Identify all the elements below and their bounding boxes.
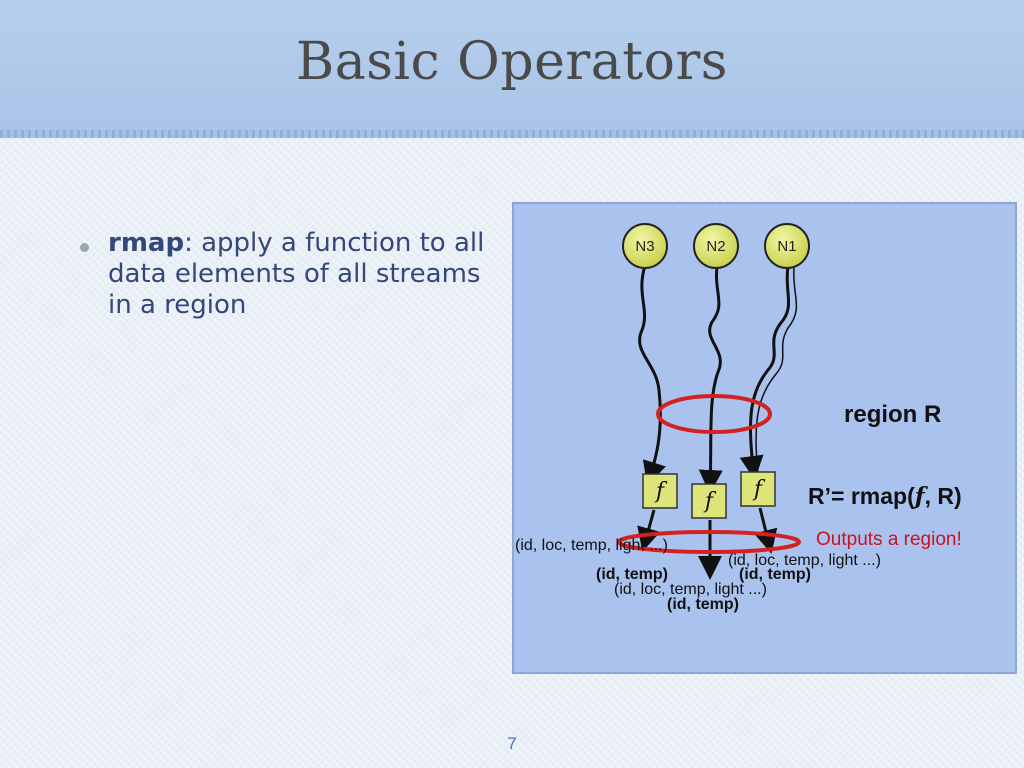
output-region-ellipse	[617, 530, 801, 554]
slide-title: Basic Operators	[296, 32, 728, 92]
output-line-right	[753, 507, 778, 554]
stream-line-n3	[638, 265, 666, 486]
bullet-item: rmap: apply a function to all data eleme…	[108, 228, 498, 321]
function-box-right: f	[740, 471, 776, 507]
stream-line-n2	[698, 265, 723, 494]
function-box-left: f	[642, 473, 678, 509]
bullet-term: rmap	[108, 228, 185, 258]
region-label: region R	[844, 401, 942, 428]
bullet-description: : apply a function to all data elements …	[108, 228, 485, 320]
tuple-short-right: (id, temp)	[739, 566, 811, 583]
rmap-formula-label: R’= rmap(f, R)	[808, 483, 962, 510]
rmap-function: f	[914, 483, 925, 510]
header-border	[0, 130, 1024, 138]
node-n1: N1	[764, 223, 810, 269]
region-ellipse	[656, 394, 772, 434]
stream-line-n1-shadow	[755, 267, 798, 475]
node-label: N1	[777, 238, 796, 255]
page-number: 7	[507, 734, 517, 753]
stream-line-n1	[739, 265, 791, 480]
tuple-short-middle: (id, temp)	[667, 596, 739, 613]
outputs-region-label: Outputs a region!	[816, 529, 962, 550]
rmap-prefix: R’= rmap(	[808, 483, 915, 509]
bullet-dot-icon	[80, 243, 89, 252]
diagram-canvas: f f f N3 N2 N1	[617, 223, 810, 580]
node-n2: N2	[693, 223, 739, 269]
tuple-full-right: (id, loc, temp, light ...)	[728, 552, 881, 569]
node-label: N3	[635, 238, 654, 255]
tuple-full-left: (id, loc, temp, light ...)	[515, 537, 668, 554]
output-line-left	[637, 509, 661, 552]
tuple-full-middle: (id, loc, temp, light ...)	[614, 581, 767, 598]
rmap-diagram: f f f N3 N2 N1 region R R’= rmap(f, R) O…	[512, 202, 1017, 674]
rmap-suffix: , R)	[924, 483, 962, 509]
function-box-middle: f	[691, 483, 727, 519]
node-label: N2	[706, 238, 725, 255]
node-n3: N3	[622, 223, 668, 269]
tuple-short-left: (id, temp)	[596, 566, 668, 583]
